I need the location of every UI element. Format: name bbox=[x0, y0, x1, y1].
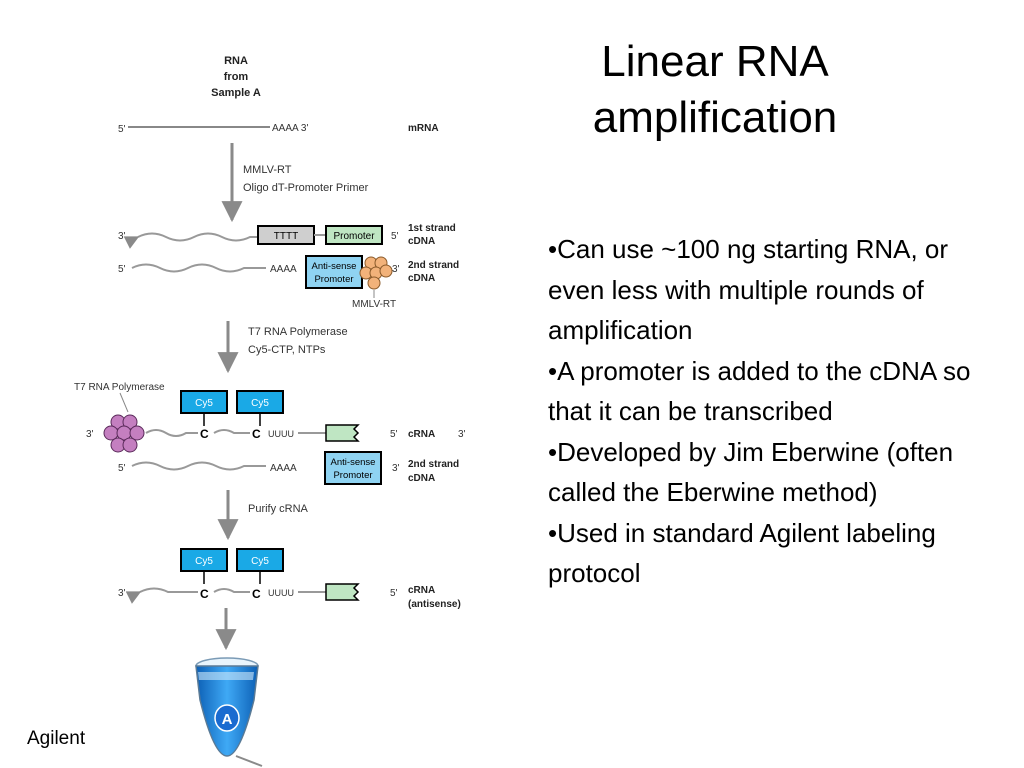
bullet-item: •Can use ~100 ng starting RNA, or even l… bbox=[548, 234, 949, 345]
mrna-polya-label: AAAA 3' bbox=[272, 123, 308, 134]
template-wave bbox=[131, 461, 266, 471]
bullet-item: •Developed by Jim Eberwine (often called… bbox=[548, 436, 954, 508]
title-line-2: amplification bbox=[592, 93, 838, 142]
first-strand-three-label: 3' bbox=[118, 231, 126, 242]
source-label-1: RNA bbox=[224, 55, 248, 67]
crna-wave bbox=[213, 429, 250, 434]
crna-wave bbox=[145, 429, 198, 437]
second2-three-label: 3' bbox=[392, 463, 400, 474]
source-label-2: from bbox=[224, 71, 249, 83]
mrna-five-label: 5' bbox=[118, 124, 126, 135]
tube-letter: A bbox=[222, 711, 233, 728]
bullet-list: •Can use ~100 ng starting RNA, or even l… bbox=[548, 229, 1008, 594]
cy5-label: Cy5 bbox=[195, 398, 213, 409]
final-crna-wave bbox=[125, 587, 198, 604]
cy5-label: Cy5 bbox=[251, 398, 269, 409]
cy5-label: Cy5 bbox=[251, 556, 269, 567]
bullet-item: •A promoter is added to the cDNA so that… bbox=[548, 355, 971, 427]
tube-exit-arrow bbox=[235, 755, 263, 767]
second-strand-five-label: 5' bbox=[118, 264, 126, 275]
cy5-label: Cy5 bbox=[195, 556, 213, 567]
source-label-3: Sample A bbox=[211, 87, 261, 99]
crna-label: cRNA bbox=[408, 429, 435, 440]
second2-label-2: cDNA bbox=[408, 473, 435, 484]
green-promoter-fragment bbox=[325, 583, 360, 601]
final-label-1: cRNA bbox=[408, 585, 435, 596]
t7-polymerase-icon bbox=[103, 414, 145, 453]
cytidine-label: C bbox=[200, 587, 209, 601]
antisense-label-1: Anti-sense bbox=[331, 457, 376, 468]
antisense-promoter-box bbox=[305, 255, 363, 289]
final-crna-wave bbox=[213, 588, 250, 593]
uuuu-label: UUUU bbox=[268, 429, 294, 439]
step3-label: Purify cRNA bbox=[248, 503, 309, 515]
cytidine-label: C bbox=[252, 427, 261, 441]
mrna-label: mRNA bbox=[408, 123, 439, 134]
promoter-box bbox=[325, 225, 383, 245]
t7-polymerase-label: T7 RNA Polymerase bbox=[74, 382, 165, 393]
second2-polya-label: AAAA bbox=[270, 463, 297, 474]
uuuu-label: UUUU bbox=[268, 588, 294, 598]
final-three-label: 3' bbox=[118, 588, 126, 599]
antisense-label-2: Promoter bbox=[333, 470, 372, 481]
cytidine-label: C bbox=[200, 427, 209, 441]
first-strand-label-2: cDNA bbox=[408, 236, 435, 247]
step2-label-1: T7 RNA Polymerase bbox=[248, 326, 348, 338]
amplification-diagram: RNA from Sample A 5' AAAA 3' mRNA MMLV-R… bbox=[74, 55, 466, 767]
final-five-label: 5' bbox=[390, 588, 398, 599]
title-line-1: Linear RNA bbox=[601, 37, 829, 86]
t7-pointer bbox=[119, 392, 129, 413]
promoter-label: Promoter bbox=[333, 231, 375, 242]
step1-label-1: MMLV-RT bbox=[243, 164, 292, 176]
second2-five-label: 5' bbox=[118, 463, 126, 474]
second2-label-1: 2nd strand bbox=[408, 459, 459, 470]
crna-three-right-label: 3' bbox=[458, 429, 466, 440]
source-credit: Agilent bbox=[27, 728, 86, 749]
tttt-label: TTTT bbox=[274, 231, 298, 242]
crna-five-label: 5' bbox=[390, 429, 398, 440]
cytidine-label: C bbox=[252, 587, 261, 601]
antisense-promoter-box bbox=[324, 451, 382, 485]
second-strand-three-label: 3' bbox=[392, 264, 400, 275]
antisense-label-2: Promoter bbox=[314, 274, 353, 285]
step1-label-2: Oligo dT-Promoter Primer bbox=[243, 182, 369, 194]
bullet-item: •Used in standard Agilent labeling proto… bbox=[548, 517, 936, 589]
mmlv-rt-label: MMLV-RT bbox=[352, 299, 396, 310]
first-strand-label-1: 1st strand bbox=[408, 223, 456, 234]
mmlv-rt-enzyme-icon bbox=[359, 256, 393, 290]
final-label-2: (antisense) bbox=[408, 599, 461, 610]
first-strand-wave bbox=[123, 232, 258, 249]
antisense-label-1: Anti-sense bbox=[312, 261, 357, 272]
green-promoter-fragment bbox=[325, 424, 360, 442]
second-strand-wave bbox=[131, 263, 266, 273]
second-strand-label-2: cDNA bbox=[408, 273, 435, 284]
slide-title: Linear RNA amplification bbox=[540, 34, 890, 146]
second-strand-label-1: 2nd strand bbox=[408, 260, 459, 271]
crna-three-left-label: 3' bbox=[86, 429, 94, 440]
sample-tube-icon: A bbox=[195, 657, 259, 757]
second-strand-polya-label: AAAA bbox=[270, 264, 297, 275]
first-strand-five-label: 5' bbox=[391, 231, 399, 242]
step2-label-2: Cy5-CTP, NTPs bbox=[248, 344, 326, 356]
